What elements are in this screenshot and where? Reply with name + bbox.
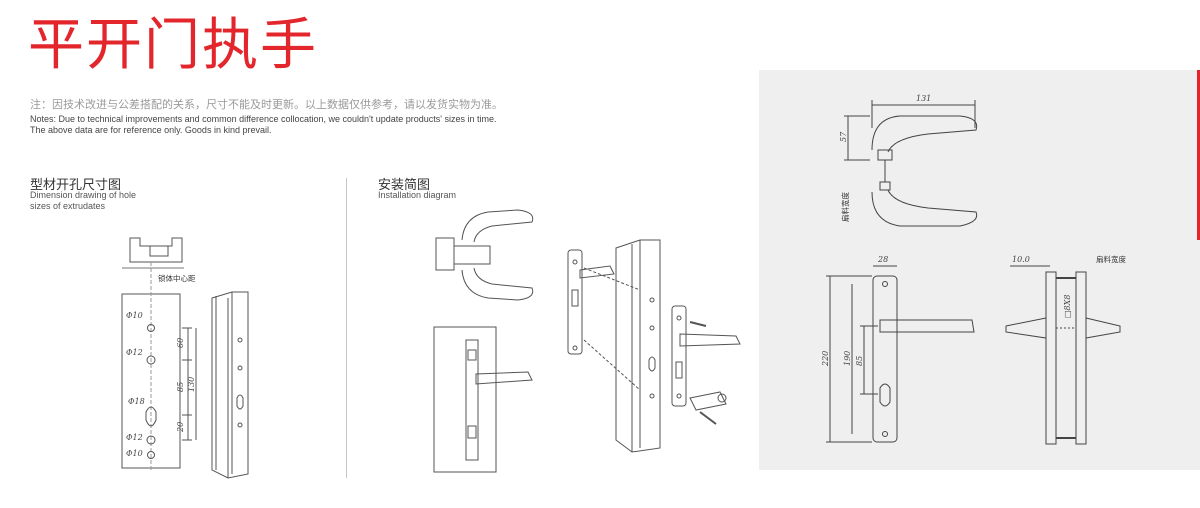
side-offset-dim: 10.0 [1012,255,1030,264]
dimension-section-subtitle-1: Dimension drawing of hole [30,190,137,200]
dimension-section-subtitle-2: sizes of extrudates [30,201,106,211]
hole-label-4: Φ12 [126,433,143,442]
hole-label-5: Φ10 [126,449,143,458]
hole-label-2: Φ12 [126,348,143,357]
leaf-width-label: 扇料宽度 [840,192,850,222]
install-section-subtitle: Installation diagram [378,190,457,200]
accent-edge [1197,70,1200,240]
dim-60: 60 [176,338,185,348]
hole-label-3: Φ18 [128,397,145,406]
cylinder-offset-dim: 85 [855,356,864,366]
center-distance-label: 锁体中心距 [158,273,196,283]
handle-width-dim: 131 [916,94,931,103]
side-leaf-width-label: 扇料宽度 [1096,254,1126,264]
install-section-title: 安装简图 [378,178,431,193]
dim-130: 130 [187,377,196,392]
plate-width-dim: 28 [877,255,888,264]
hole-label-1: Φ10 [126,311,143,320]
overall-length-dim: 220 [821,351,830,367]
spec-panel [759,70,1200,470]
spindle-size-dim: □8X8 [1063,295,1072,318]
note-chinese: 注：因技术改进与公差搭配的关系，尺寸不能及时更新。以上数据仅供参考，请以发货实物… [30,98,503,111]
note-english-line-1: Notes: Due to technical improvements and… [30,114,497,124]
spindle-lock-dim: 190 [843,351,852,366]
page-title: 平开门执手 [28,13,318,78]
dim-20: 20 [176,422,185,433]
dim-85: 85 [176,382,185,392]
section-divider [346,178,347,478]
note-english-line-2: The above data are for reference only. G… [30,125,272,135]
dimension-section-title: 型材开孔尺寸图 [30,178,122,193]
handle-height-dim: 57 [839,131,848,142]
